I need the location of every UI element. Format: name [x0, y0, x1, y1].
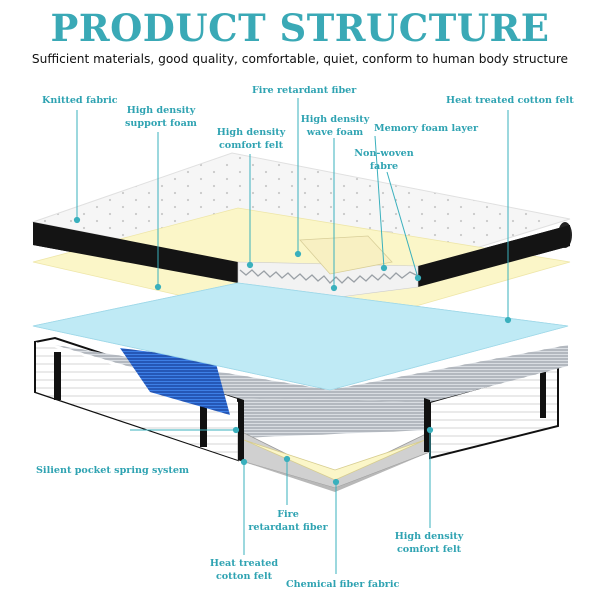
- label-chemical-fiber: Chemical fiber fabric: [286, 579, 400, 590]
- label-non-woven: Non-woven fabre: [352, 147, 416, 173]
- label-fire-retardant-top: Fire retardant fiber: [252, 85, 357, 96]
- label-heat-treated-bottom-line1: Heat treated: [209, 558, 279, 569]
- label-hd-wave-foam-line2: wave foam: [306, 127, 364, 138]
- label-fire-retardant-bottom: Fire retardant fiber: [246, 508, 330, 534]
- label-heat-treated-top: Heat treated cotton felt: [446, 95, 574, 106]
- leader-lines: [73, 98, 512, 574]
- label-spring-system: Silient pocket spring system: [36, 465, 190, 476]
- label-knitted-fabric: Knitted fabric: [42, 95, 118, 106]
- label-hd-support-foam-line2: support foam: [125, 118, 197, 129]
- label-fire-retardant-bottom-line1: Fire: [277, 509, 299, 520]
- label-hd-comfort-top-line2: comfort felt: [218, 140, 284, 151]
- page-subtitle: Sufficient materials, good quality, comf…: [31, 52, 569, 66]
- label-hd-support-foam: High density support foam: [122, 104, 200, 130]
- label-hd-wave-foam-line1: High density: [300, 114, 370, 125]
- page-title: PRODUCT STRUCTURE: [50, 6, 550, 50]
- label-heat-treated-bottom-line2: cotton felt: [215, 571, 273, 582]
- label-hd-comfort-top-line1: High density: [216, 127, 286, 138]
- label-hd-comfort-bottom: High density comfort felt: [388, 530, 470, 556]
- label-hd-wave-foam: High density wave foam: [298, 113, 372, 139]
- label-hd-support-foam-line1: High density: [126, 105, 196, 116]
- label-non-woven-line1: Non-woven: [354, 148, 414, 159]
- label-memory-foam: Memory foam layer: [374, 123, 479, 134]
- label-hd-comfort-top: High density comfort felt: [212, 126, 290, 152]
- label-hd-comfort-bottom-line1: High density: [394, 531, 464, 542]
- pocket-spring-unit: [34, 336, 568, 492]
- label-heat-treated-bottom: Heat treated cotton felt: [204, 557, 284, 583]
- label-hd-comfort-bottom-line2: comfort felt: [396, 544, 462, 555]
- label-fire-retardant-bottom-line2: retardant fiber: [248, 522, 328, 533]
- label-non-woven-line2: fabre: [369, 161, 399, 172]
